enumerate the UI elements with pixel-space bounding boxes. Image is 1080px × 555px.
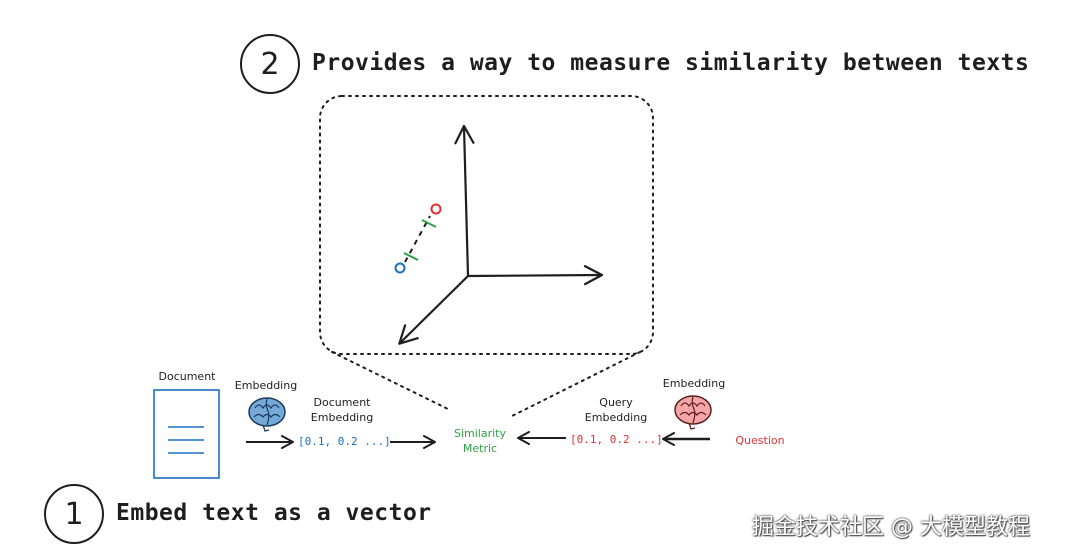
axis-y — [454, 124, 475, 277]
embedding-left-label: Embedding — [234, 379, 298, 392]
distance-tick-green — [403, 252, 419, 261]
similarity-metric-line-1: Similarity — [453, 427, 506, 440]
step-2-number: 2 — [260, 46, 280, 82]
similarity-metric-line-2: Metric — [462, 442, 498, 455]
query-vector: [0.1, 0.2 ...] — [570, 433, 663, 446]
document-embedding-line-2: Embedding — [310, 411, 374, 424]
step-1-heading: Embed text as a vector — [116, 500, 432, 526]
similarity-metric-label: Similarity Metric — [442, 426, 518, 456]
step-1-number: 1 — [64, 496, 84, 532]
document-label: Document — [158, 370, 216, 383]
zoom-line-right — [511, 351, 641, 417]
document-vector: [0.1, 0.2 ...] — [298, 435, 391, 448]
query-embedding-line-2: Embedding — [584, 411, 648, 424]
step-2-heading: Provides a way to measure similarity bet… — [312, 50, 1030, 76]
watermark: 掘金技术社区 @ 大模型教程 — [752, 515, 1030, 540]
axis-x — [467, 265, 604, 286]
document-point — [394, 262, 406, 274]
distance-line — [404, 215, 431, 263]
axis-z — [398, 275, 469, 345]
zoom-line-left — [331, 351, 451, 411]
query-point — [430, 203, 442, 215]
vector-space-box — [319, 95, 654, 417]
document-icon — [153, 389, 220, 479]
question-label: Question — [735, 434, 785, 447]
embedding-right-label: Embedding — [662, 377, 726, 390]
axes-icon — [398, 124, 604, 345]
brain-icon-pink — [674, 395, 712, 430]
step-2-badge: 2 — [240, 34, 300, 94]
query-embedding-label: Query Embedding — [576, 395, 656, 425]
step-1-badge: 1 — [44, 484, 104, 544]
vector-distance — [394, 203, 442, 274]
brain-icon-blue — [248, 397, 286, 432]
document-embedding-line-1: Document — [313, 396, 371, 409]
query-embedding-line-1: Query — [599, 396, 633, 409]
document-embedding-label: Document Embedding — [302, 395, 382, 425]
distance-tick-green-2 — [421, 219, 437, 228]
